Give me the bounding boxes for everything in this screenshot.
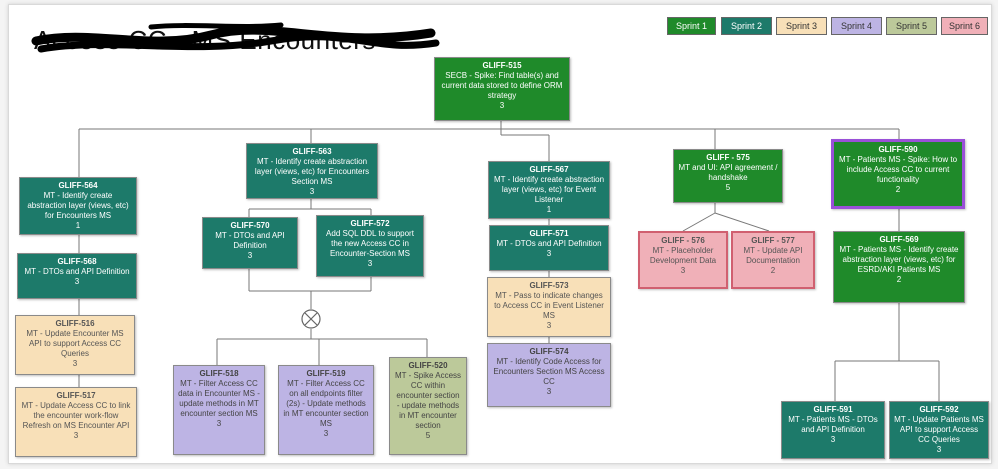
- card-id: GLIFF-590: [878, 145, 918, 154]
- card-text: MT - Update Patients MS API to support A…: [894, 415, 984, 444]
- card-text: MT - Patients MS - Spike: How to include…: [838, 155, 958, 184]
- legend-sprint-5: Sprint 5: [886, 17, 937, 35]
- card-gliff-574[interactable]: GLIFF-574 MT - Identify Code Access for …: [487, 343, 611, 407]
- card-id: GLIFF-573: [529, 281, 569, 290]
- card-points: 5: [425, 431, 431, 440]
- card-points: 3: [309, 187, 315, 196]
- card-points: 3: [74, 277, 80, 286]
- connector-lines: [78, 121, 940, 401]
- legend-sprint-1: Sprint 1: [667, 17, 716, 35]
- card-id: GLIFF - 576: [661, 236, 705, 245]
- card-id: GLIFF-517: [56, 391, 96, 400]
- card-gliff-520[interactable]: GLIFF-520 MT - Spike Access CC within en…: [389, 357, 467, 455]
- card-gliff-517[interactable]: GLIFF-517 MT - Update Access CC to link …: [15, 387, 137, 457]
- card-id: GLIFF-519: [306, 369, 346, 378]
- legend-sprint-6: Sprint 6: [941, 17, 988, 35]
- card-points: 2: [896, 275, 902, 284]
- card-text: MT - Pass to indicate changes to Access …: [494, 291, 604, 320]
- card-text: Add SQL DDL to support the new Access CC…: [326, 229, 414, 258]
- card-points: 3: [73, 431, 79, 440]
- card-id: GLIFF-570: [230, 221, 270, 230]
- card-gliff-575[interactable]: GLIFF - 575 MT and UI: API agreement / h…: [673, 149, 783, 203]
- card-points: 2: [895, 185, 901, 194]
- card-points: 3: [830, 435, 836, 444]
- card-text: MT - Update Access CC to link the encoun…: [21, 401, 131, 430]
- card-gliff-573[interactable]: GLIFF-573 MT - Pass to indicate changes …: [487, 277, 611, 337]
- card-text: SECB - Spike: Find table(s) and current …: [441, 71, 563, 100]
- card-gliff-516[interactable]: GLIFF-516 MT - Update Encounter MS API t…: [15, 315, 135, 375]
- card-text: MT - Identify create abstraction layer (…: [493, 175, 605, 204]
- card-points: 3: [499, 101, 505, 110]
- card-text: MT - Identify Code Access for Encounters…: [493, 357, 605, 386]
- card-text: MT - Spike Access CC within encounter se…: [394, 371, 462, 430]
- card-id: GLIFF-518: [199, 369, 239, 378]
- card-points: 3: [247, 251, 253, 260]
- card-text: MT - Filter Access CC data in Encounter …: [178, 379, 260, 418]
- card-text: MT - DTOs and API Definition: [24, 267, 130, 276]
- card-points: 3: [323, 429, 329, 438]
- card-gliff-576[interactable]: GLIFF - 576 MT - Placeholder Development…: [638, 231, 728, 289]
- card-points: 3: [546, 387, 552, 396]
- card-gliff-570[interactable]: GLIFF-570 MT - DTOs and API Definition 3: [202, 217, 298, 269]
- card-text: MT - Update Encounter MS API to support …: [26, 329, 124, 358]
- card-id: GLIFF-572: [350, 219, 390, 228]
- card-gliff-592[interactable]: GLIFF-592 MT - Update Patients MS API to…: [889, 401, 989, 459]
- card-text: MT - Patients MS - Identify create abstr…: [839, 245, 959, 274]
- card-gliff-591[interactable]: GLIFF-591 MT - Patients MS - DTOs and AP…: [781, 401, 885, 459]
- card-id: GLIFF-564: [58, 181, 98, 190]
- card-points: 3: [936, 445, 942, 454]
- card-id: GLIFF-563: [292, 147, 332, 156]
- card-gliff-567[interactable]: GLIFF-567 MT - Identify create abstracti…: [488, 161, 610, 219]
- card-gliff-564[interactable]: GLIFF-564 MT - Identify create abstracti…: [19, 177, 137, 235]
- card-gliff-571[interactable]: GLIFF-571 MT - DTOs and API Definition 3: [489, 225, 609, 271]
- card-text: MT - Identify create abstraction layer (…: [27, 191, 129, 220]
- merge-gateway-icon: [301, 309, 321, 329]
- card-id: GLIFF-569: [879, 235, 919, 244]
- card-id: GLIFF-574: [529, 347, 569, 356]
- card-id: GLIFF - 577: [751, 236, 795, 245]
- card-text: MT - Update API Documentation: [743, 246, 803, 265]
- legend-sprint-3: Sprint 3: [776, 17, 827, 35]
- card-id: GLIFF-571: [529, 229, 569, 238]
- card-points: 3: [680, 266, 686, 275]
- card-points: 5: [725, 183, 731, 192]
- card-gliff-518[interactable]: GLIFF-518 MT - Filter Access CC data in …: [173, 365, 265, 455]
- card-id: GLIFF-591: [813, 405, 853, 414]
- card-id: GLIFF-568: [57, 257, 97, 266]
- card-text: MT - Filter Access CC on all endpoints f…: [283, 379, 369, 428]
- card-gliff-519[interactable]: GLIFF-519 MT - Filter Access CC on all e…: [278, 365, 374, 455]
- card-points: 1: [546, 205, 552, 214]
- card-gliff-569[interactable]: GLIFF-569 MT - Patients MS - Identify cr…: [833, 231, 965, 303]
- card-points: 3: [546, 321, 552, 330]
- card-text: MT - DTOs and API Definition: [215, 231, 285, 250]
- legend-sprint-4: Sprint 4: [831, 17, 882, 35]
- card-text: MT - Identify create abstraction layer (…: [254, 157, 370, 186]
- card-gliff-577[interactable]: GLIFF - 577 MT - Update API Documentatio…: [731, 231, 815, 289]
- card-gliff-568[interactable]: GLIFF-568 MT - DTOs and API Definition 3: [17, 253, 137, 299]
- card-text: MT - Patients MS - DTOs and API Definiti…: [788, 415, 878, 434]
- diagram-canvas: Access CC - MS Encounters Sprint 1 Sprin…: [8, 4, 992, 464]
- card-gliff-515[interactable]: GLIFF-515 SECB - Spike: Find table(s) an…: [434, 57, 570, 121]
- card-id: GLIFF-515: [482, 61, 522, 70]
- card-gliff-563[interactable]: GLIFF-563 MT - Identify create abstracti…: [246, 143, 378, 199]
- card-points: 3: [367, 259, 373, 268]
- card-points: 3: [546, 249, 552, 258]
- card-id: GLIFF-520: [408, 361, 448, 370]
- card-points: 3: [72, 359, 78, 368]
- card-gliff-572[interactable]: GLIFF-572 Add SQL DDL to support the new…: [316, 215, 424, 277]
- card-id: GLIFF-516: [55, 319, 95, 328]
- card-points: 2: [770, 266, 776, 275]
- card-id: GLIFF-567: [529, 165, 569, 174]
- card-points: 1: [75, 221, 81, 230]
- card-text: MT and UI: API agreement / handshake: [678, 163, 778, 182]
- card-text: MT - DTOs and API Definition: [496, 239, 602, 248]
- card-points: 3: [216, 419, 222, 428]
- card-id: GLIFF-592: [919, 405, 959, 414]
- card-gliff-590[interactable]: GLIFF-590 MT - Patients MS - Spike: How …: [831, 139, 965, 209]
- legend-sprint-2: Sprint 2: [721, 17, 772, 35]
- card-text: MT - Placeholder Development Data: [649, 246, 717, 265]
- card-id: GLIFF - 575: [706, 153, 750, 162]
